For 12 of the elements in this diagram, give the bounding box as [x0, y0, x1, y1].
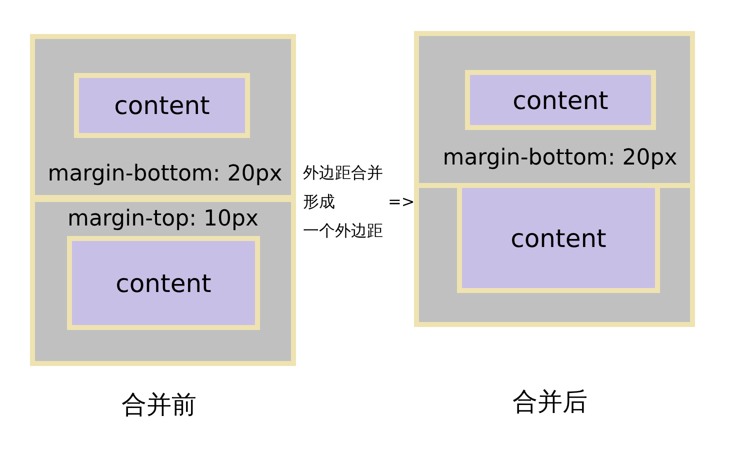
content-box: content [67, 236, 260, 330]
note-text: 外边距合并形成一个外边距 [303, 162, 384, 242]
arrow-text: => [388, 191, 415, 213]
caption: 合并前 [122, 390, 196, 420]
outer-box [30, 197, 296, 366]
content-box: content [465, 70, 656, 130]
outer-box [30, 34, 296, 200]
margin-label: margin-bottom: 20px [48, 161, 282, 187]
caption: 合并后 [512, 387, 588, 417]
content-box: content [74, 73, 250, 138]
margin-label: margin-top: 10px [68, 206, 258, 232]
margin-label: margin-bottom: 20px [442, 145, 678, 171]
